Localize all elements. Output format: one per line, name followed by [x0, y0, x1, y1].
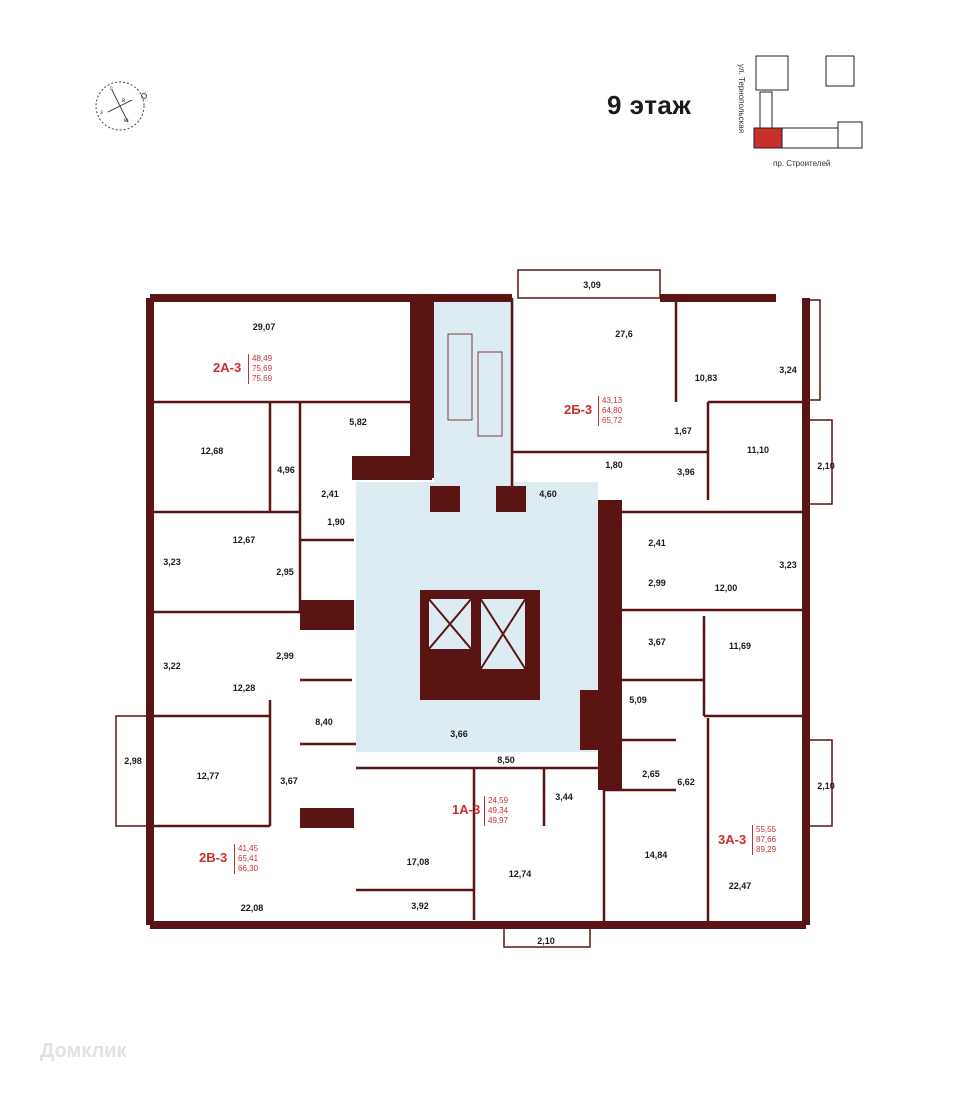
room-area: 3,92 — [411, 901, 429, 911]
room-area: 3,44 — [555, 792, 573, 802]
room-area: 17,08 — [406, 857, 430, 867]
room-area: 2,65 — [642, 769, 660, 779]
apartment-areas: 48,49 75,69 75,69 — [248, 354, 272, 384]
apartment-name: 2Б-3 — [564, 402, 593, 417]
compass-west: з — [100, 110, 103, 116]
room-area: 4,96 — [277, 465, 295, 475]
apartment-areas: 24,59 49,34 49,97 — [484, 796, 508, 826]
area-full: 65,72 — [602, 416, 623, 425]
room-area: 8,50 — [497, 755, 515, 765]
room-area: 27,6 — [615, 329, 633, 339]
room-area: 3,67 — [648, 637, 666, 647]
area-full: 49,97 — [488, 816, 509, 825]
room-area: 3,09 — [583, 280, 601, 290]
area-total: 75,69 — [252, 364, 273, 373]
room-area: 3,66 — [450, 729, 468, 739]
room-area: 5,09 — [629, 695, 647, 705]
apartment-areas: 41,45 65,41 66,30 — [234, 844, 258, 874]
room-area: 29,07 — [252, 322, 276, 332]
street-horizontal-label: пр. Строителей — [773, 159, 831, 168]
interior-walls — [150, 298, 806, 925]
room-area: 1,90 — [327, 517, 345, 527]
room-area: 2,41 — [648, 538, 666, 548]
compass-north: с — [110, 86, 113, 92]
area-full: 66,30 — [238, 864, 259, 873]
compass-icon — [95, 81, 147, 131]
room-area: 4,60 — [539, 489, 557, 499]
compass-south: ю — [124, 118, 129, 124]
room-area: 2,98 — [124, 756, 142, 766]
area-living: 41,45 — [238, 844, 259, 853]
balconies — [115, 269, 833, 948]
room-area: 3,67 — [280, 776, 298, 786]
area-total: 65,41 — [238, 854, 259, 863]
room-area: 3,24 — [779, 365, 797, 375]
room-area: 8,40 — [315, 717, 333, 727]
room-area: 2,99 — [648, 578, 666, 588]
room-area: 2,10 — [537, 936, 555, 946]
room-area: 12,28 — [232, 683, 256, 693]
room-area: 12,68 — [200, 446, 224, 456]
area-full: 75,69 — [252, 374, 273, 383]
apartment-areas: 55,55 87,66 89,29 — [752, 825, 776, 855]
room-area: 3,23 — [163, 557, 181, 567]
room-area: 3,96 — [677, 467, 695, 477]
room-area: 5,82 — [349, 417, 367, 427]
lift-shafts — [427, 597, 527, 671]
area-total: 64,80 — [602, 406, 623, 415]
room-area: 2,99 — [276, 651, 294, 661]
watermark: Домклик — [40, 1040, 127, 1062]
apartment-name: 2В-3 — [199, 850, 228, 865]
room-area: 22,08 — [240, 903, 264, 913]
room-area: 3,22 — [163, 661, 181, 671]
stairs — [447, 333, 503, 437]
room-area: 6,62 — [677, 777, 695, 787]
area-total: 87,66 — [756, 835, 777, 844]
room-area: 22,47 — [728, 881, 752, 891]
room-area: 10,83 — [694, 373, 718, 383]
room-area: 12,77 — [196, 771, 220, 781]
room-area: 11,10 — [746, 445, 770, 455]
location-map-drawing — [753, 55, 863, 149]
room-area: 12,74 — [508, 869, 532, 879]
room-area: 2,10 — [817, 781, 835, 791]
room-area: 3,23 — [779, 560, 797, 570]
room-area: 12,00 — [714, 583, 738, 593]
apartment-areas: 43,13 64,80 65,72 — [598, 396, 622, 426]
area-living: 24,59 — [488, 796, 509, 805]
room-area: 2,95 — [276, 567, 294, 577]
apartment-name: 2А-3 — [213, 360, 242, 375]
area-living: 43,13 — [602, 396, 623, 405]
area-living: 48,49 — [252, 354, 273, 363]
room-area: 2,10 — [817, 461, 835, 471]
room-area: 11,69 — [728, 641, 752, 651]
room-area: 2,41 — [321, 489, 339, 499]
room-area: 1,80 — [605, 460, 623, 470]
compass-east: в — [122, 98, 126, 104]
room-area: 1,67 — [674, 426, 692, 436]
area-full: 89,29 — [756, 845, 777, 854]
floor-title: 9 этаж — [607, 90, 692, 120]
room-area: 14,84 — [644, 850, 668, 860]
room-area: 12,67 — [232, 535, 256, 545]
apartment-name: 3А-3 — [718, 832, 747, 847]
area-total: 49,34 — [488, 806, 509, 815]
area-living: 55,55 — [756, 825, 777, 834]
apartment-name: 1А-3 — [452, 802, 481, 817]
